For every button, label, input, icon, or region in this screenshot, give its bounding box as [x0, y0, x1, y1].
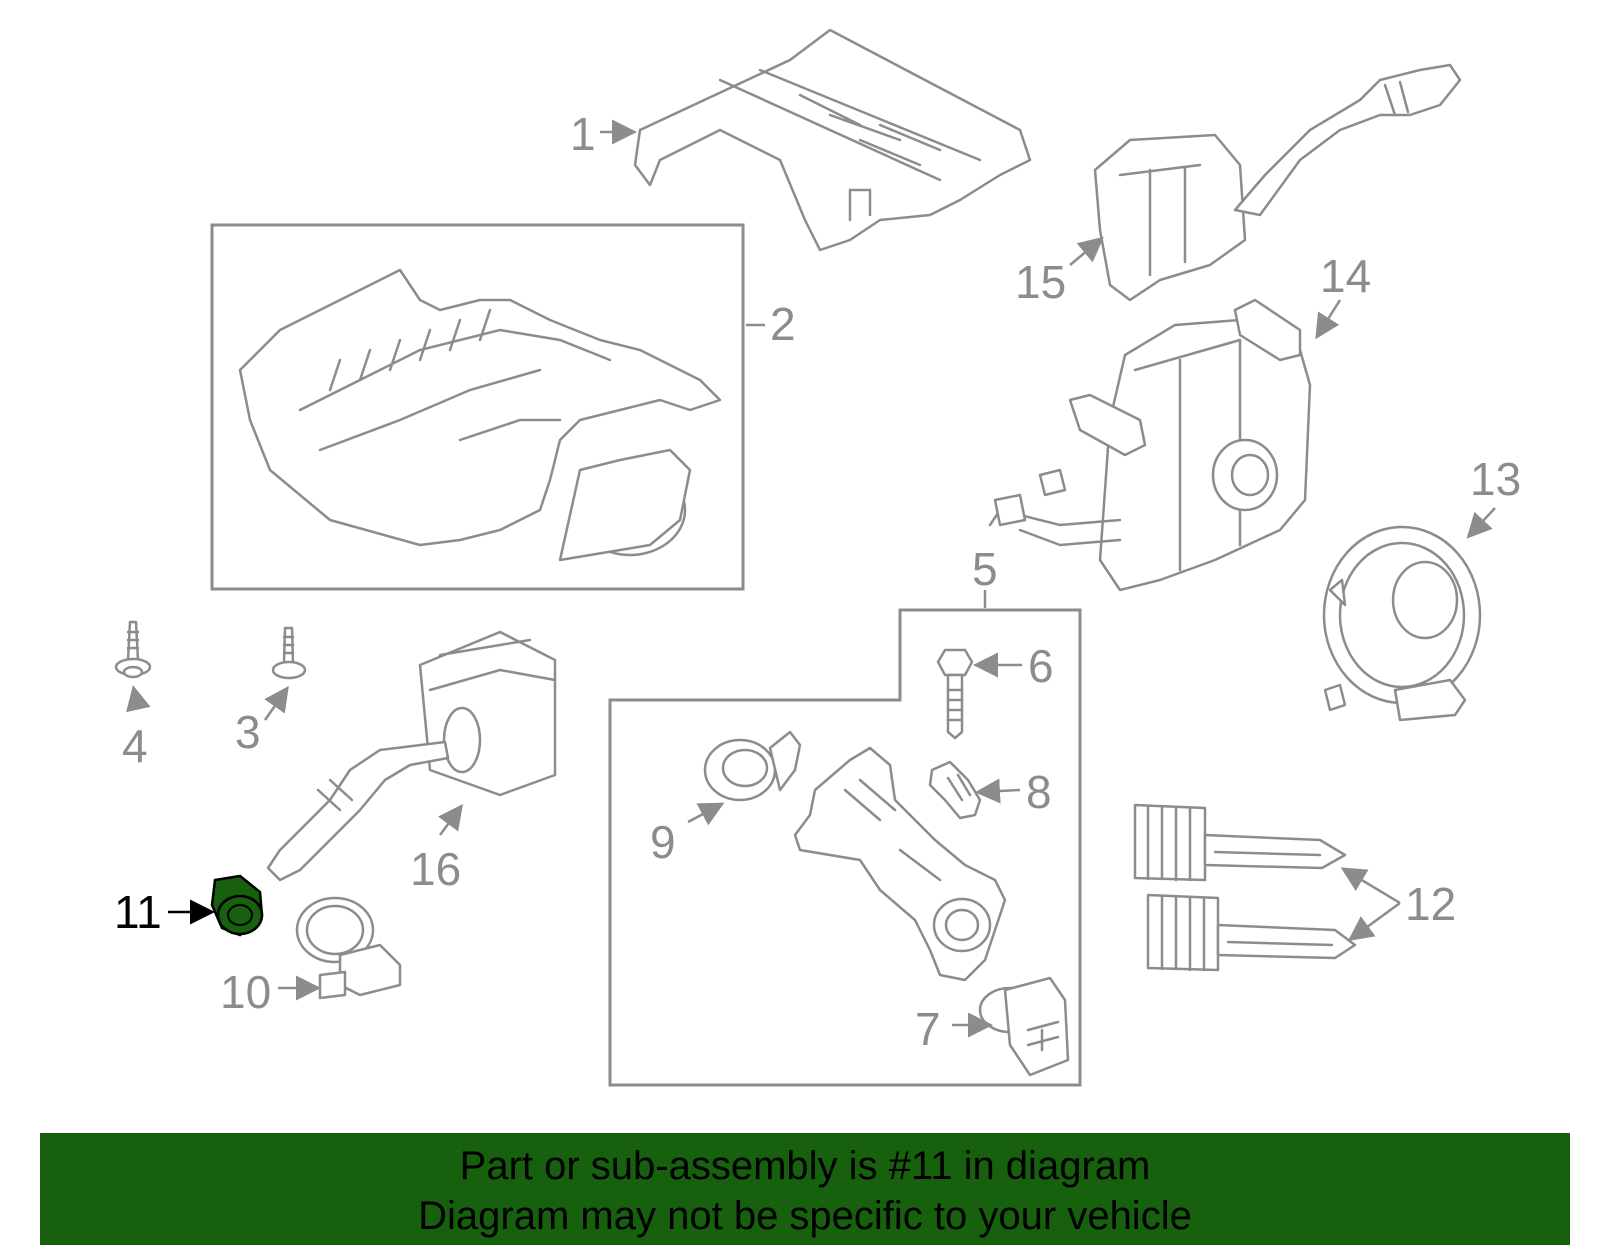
callout-9-arrow [687, 802, 725, 826]
callout-12-arrow-a [1340, 867, 1401, 905]
part-2-lower-shroud[interactable] [238, 268, 722, 562]
callout-1[interactable]: 1 [570, 108, 596, 160]
callout-15[interactable]: 15 [1015, 256, 1066, 308]
callout-4-arrow [126, 685, 151, 713]
callout-8[interactable]: 8 [1026, 766, 1052, 818]
part-10-ring[interactable] [295, 896, 402, 1000]
callout-6[interactable]: 6 [1028, 640, 1054, 692]
callout-12[interactable]: 12 [1405, 878, 1456, 930]
part-4-screw[interactable] [114, 620, 152, 679]
callout-10[interactable]: 10 [220, 966, 271, 1018]
callout-7[interactable]: 7 [915, 1003, 941, 1055]
callout-11[interactable]: 11 [114, 886, 162, 938]
callout-4[interactable]: 4 [122, 720, 148, 772]
info-banner: Part or sub-assembly is #11 in diagram D… [40, 1133, 1570, 1245]
banner-line-2: Diagram may not be specific to your vehi… [418, 1194, 1192, 1238]
callout-13-arrow [1466, 507, 1496, 539]
part-14-switch-body[interactable] [988, 298, 1312, 592]
part-5-box [608, 608, 1082, 1087]
ignition-lock-housing[interactable] [793, 746, 1007, 982]
part-6-bolt[interactable] [936, 648, 974, 740]
callout-3[interactable]: 3 [235, 706, 261, 758]
callout-3-arrow [263, 685, 289, 721]
banner-line-1: Part or sub-assembly is #11 in diagram [459, 1144, 1151, 1188]
callout-5[interactable]: 5 [972, 543, 998, 595]
part-15-combination-switch[interactable] [1093, 63, 1462, 302]
part-1-upper-shroud[interactable] [633, 28, 1032, 252]
callout-8-arrow [975, 778, 1021, 804]
part-3-screw[interactable] [271, 626, 307, 680]
callout-13[interactable]: 13 [1470, 453, 1521, 505]
callout-9[interactable]: 9 [650, 816, 676, 868]
part-9-ring[interactable] [703, 730, 802, 802]
callout-16-arrow [438, 803, 463, 836]
callout-16[interactable]: 16 [410, 843, 461, 895]
callout-14-arrow [1315, 299, 1342, 340]
part-11-highlighted[interactable] [210, 874, 264, 937]
part-13-clockspring[interactable] [1322, 525, 1482, 722]
callout-2[interactable]: 2 [770, 298, 796, 350]
callout-15-arrow [1069, 236, 1104, 266]
callout-14[interactable]: 14 [1320, 250, 1371, 302]
part-16-wiper-switch[interactable] [266, 630, 557, 882]
part-2-box [210, 223, 745, 591]
part-12-keys[interactable] [1133, 803, 1357, 972]
part-7-connector[interactable] [978, 976, 1070, 1077]
callout-12-arrow-b [1347, 901, 1401, 941]
part-8-bulb[interactable] [928, 760, 982, 820]
